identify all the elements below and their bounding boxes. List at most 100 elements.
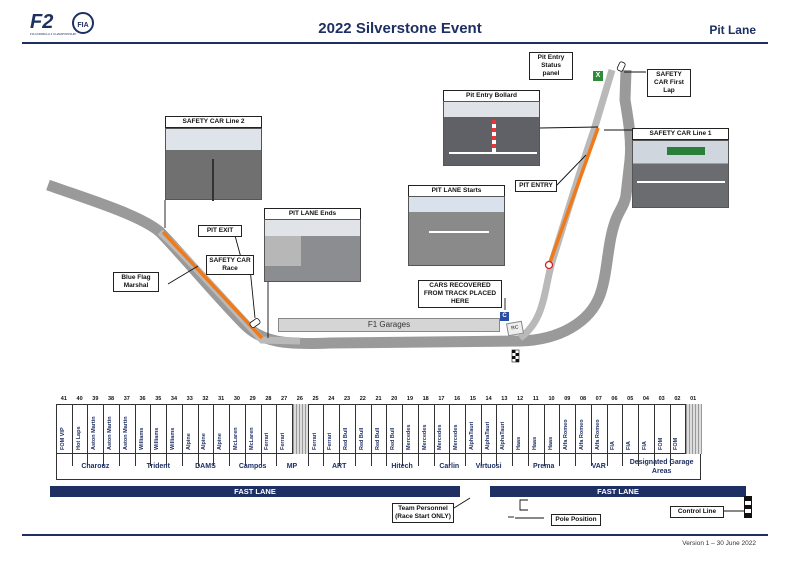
garage-number: 10	[548, 396, 555, 402]
garage-number: 29	[249, 396, 256, 402]
garage-cell	[606, 404, 624, 466]
garage-number: 09	[564, 396, 571, 402]
garage-cell	[496, 404, 513, 466]
garage-cell	[370, 404, 388, 466]
pit-entry-orange-line	[547, 127, 600, 266]
garage-cell	[307, 404, 325, 466]
garage-number: 31	[218, 396, 225, 402]
pit-entry-status-label: Pit Entry Status panel	[529, 52, 573, 80]
fast-lane-left-bar: FAST LANE	[50, 486, 460, 497]
photo-white-line	[449, 152, 537, 154]
garage-cell	[56, 404, 73, 466]
f2-logo: F2 FIA FORMULA 2 CHAMPIONSHIP	[30, 11, 76, 36]
team-row	[56, 454, 701, 480]
control-line-flag	[744, 496, 752, 518]
recovered-marker: C	[500, 312, 509, 321]
garage-cell	[465, 404, 482, 466]
garage-cell	[653, 404, 671, 466]
f2-team-name: ART	[331, 463, 347, 470]
fast-lane-right-bar: FAST LANE	[490, 486, 746, 497]
pit-exit-label: PIT EXIT	[198, 225, 242, 237]
garage-number: 04	[642, 396, 649, 402]
garage-cell	[197, 404, 215, 466]
garage-cell	[512, 404, 529, 466]
garage-cell	[433, 404, 451, 466]
cars-recovered-label: CARS RECOVERED FROM TRACK PLACED HERE	[418, 280, 502, 308]
garage-number: 05	[627, 396, 634, 402]
chequered-flag-marker	[511, 349, 520, 363]
f2-team-name: Campos	[238, 463, 267, 470]
garage-cell	[276, 404, 293, 466]
garage-number: 02	[674, 396, 681, 402]
garage-cell	[386, 404, 403, 466]
photo-safety-car-line-1	[632, 140, 729, 208]
garage-number: 25	[312, 396, 319, 402]
safety-car-first-lap-label: SAFETY CAR First Lap	[647, 69, 691, 97]
garage-number: 34	[170, 396, 178, 402]
garage-cell	[669, 404, 687, 466]
garage-cell	[638, 404, 655, 466]
garage-number: 35	[155, 396, 162, 402]
garage-cell	[134, 404, 152, 466]
garage-number: 38	[107, 396, 115, 402]
f2-logo-text: F2	[30, 11, 54, 33]
garage-number: 01	[690, 396, 697, 402]
garage-cell	[291, 404, 309, 454]
garage-number: 15	[469, 396, 476, 402]
footer-rule	[22, 534, 768, 536]
garage-cell	[244, 404, 262, 466]
garage-number: 41	[60, 396, 67, 402]
garage-cell	[417, 404, 435, 466]
photo-road-marking	[204, 159, 222, 201]
garage-cell	[543, 404, 561, 466]
garage-number: 22	[359, 396, 366, 402]
fia-logo-text: FIA	[77, 22, 89, 29]
safety-car-line-2-label: SAFETY CAR Line 2	[165, 116, 262, 128]
garage-number: 37	[123, 396, 130, 402]
garage-cell	[323, 404, 340, 466]
garage-cell	[559, 404, 576, 466]
f2-team-name: Virtuosi	[475, 463, 502, 470]
garage-cell	[260, 404, 278, 466]
garage-number: 23	[343, 396, 351, 402]
pit-exit-orange-line	[161, 230, 264, 340]
photo-pit-entry-bollard	[443, 101, 540, 166]
blue-flag-marshal-label: Blue Flag Marshal	[113, 272, 159, 292]
version-footer: Version 1 – 30 June 2022	[682, 540, 756, 547]
photo-line	[429, 231, 489, 233]
photo-pit-lane-starts	[408, 196, 505, 266]
garage-cell	[402, 404, 419, 466]
garage-number: 07	[595, 396, 602, 402]
garage-number: 32	[202, 396, 209, 402]
f2-team-name: Charouz	[81, 463, 110, 470]
garage-cell	[181, 404, 199, 466]
team-personnel-label: Team Personnel (Race Start ONLY)	[392, 503, 454, 523]
garage-number: 08	[579, 396, 587, 402]
garage-number: 27	[281, 396, 288, 402]
f2-team-name: Designated Garage Areas	[629, 459, 694, 475]
garage-cell	[527, 404, 545, 466]
garage-cell	[590, 404, 608, 466]
garage-cell	[213, 404, 230, 466]
garage-number: 30	[233, 396, 240, 402]
garage-cell	[622, 404, 639, 466]
photo-pit-lane-ends	[264, 219, 361, 282]
garage-number: 39	[92, 396, 99, 402]
safety-car-first-lap-icon	[616, 61, 626, 72]
f2-team-name: Prema	[532, 463, 555, 470]
garage-cell	[449, 404, 466, 466]
photo-line	[637, 181, 725, 183]
status-panel-x-text: X	[595, 72, 601, 79]
garage-number: 06	[611, 396, 618, 402]
garage-number: 17	[438, 396, 445, 402]
garage-number: 26	[296, 396, 303, 402]
recovered-marker-text: C	[502, 313, 507, 319]
f1-garages-label: F1 Garages	[367, 320, 411, 329]
garage-cell	[103, 404, 120, 466]
header-rule	[22, 42, 768, 44]
f2-team-name: Carlin	[439, 463, 460, 470]
f2-team-name: MP	[286, 463, 298, 470]
garage-number: 19	[406, 396, 414, 402]
garage-cell	[118, 404, 136, 466]
